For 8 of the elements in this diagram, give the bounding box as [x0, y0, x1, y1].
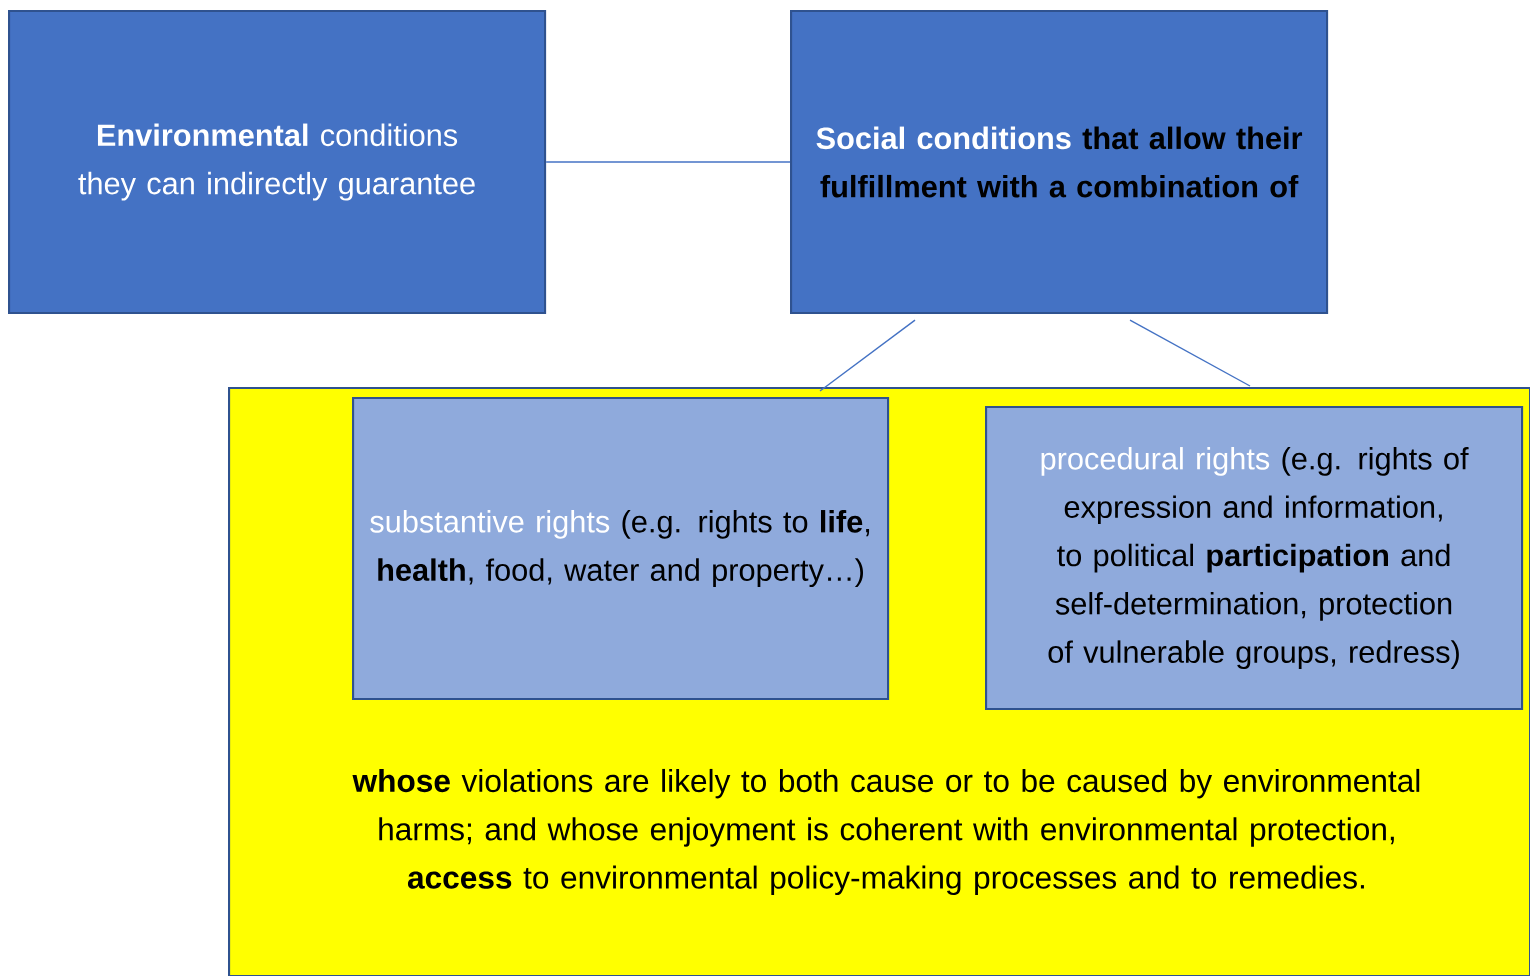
condition-box: Social conditions that allow their fulfillment with a combination of [790, 10, 1329, 315]
connector-line [819, 319, 916, 392]
connector-line [1129, 319, 1251, 387]
condition-box: Environmental conditions they can indirectly guarantee [8, 10, 547, 315]
rights-box: procedural rights (e.g. rights of expression and information, to political participation and self-determination, protection of vulnerable groups, redress) [985, 406, 1524, 711]
rights-box: substantive rights (e.g. rights to life, health, food, water and property…) [352, 397, 890, 701]
connector-line [545, 161, 791, 163]
body-text: whose violations are likely to both cause or to be caused by environmental harms; and whose enjoyment is coherent with environmental protection, access to environmental policy-making processes and to remedies. [352, 768, 1420, 896]
